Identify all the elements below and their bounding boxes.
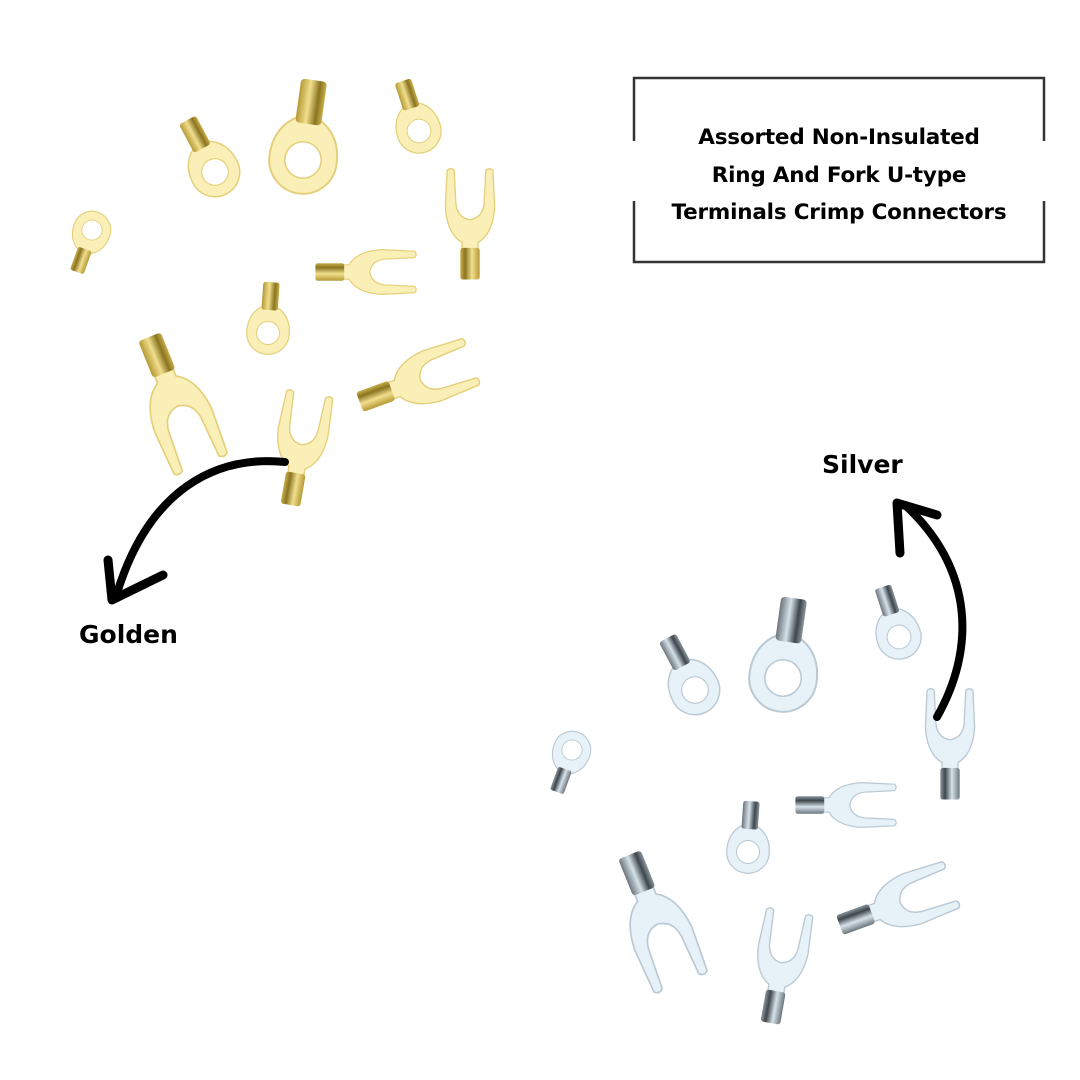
silver-ring-terminal (743, 592, 829, 718)
title-box: Assorted Non-Insulated Ring And Fork U-t… (632, 76, 1046, 264)
silver-ring-terminal (538, 725, 597, 799)
gold-ring-terminal (164, 107, 250, 207)
gold-ring-terminal (244, 280, 294, 357)
silver-fork-terminal (794, 781, 897, 829)
gold-fork-terminal (314, 249, 417, 295)
product-title: Assorted Non-Insulated Ring And Fork U-t… (633, 119, 1045, 232)
silver-fork-terminal (829, 858, 962, 951)
silver-fork-terminal (924, 688, 976, 801)
silver-arrow-icon (892, 498, 967, 721)
silver-ring-terminal (861, 579, 928, 666)
gold-fork-terminal (264, 388, 336, 511)
silver-fork-terminal (744, 906, 816, 1029)
title-line-1: Assorted Non-Insulated (698, 125, 980, 150)
silver-label: Silver (822, 450, 903, 479)
silver-cluster (538, 579, 976, 1029)
gold-fork-terminal (120, 324, 231, 478)
golden-arrow-icon (103, 457, 289, 605)
golden-label: Golden (79, 620, 178, 649)
silver-fork-terminal (600, 842, 711, 996)
gold-ring-terminal (381, 73, 448, 160)
golden-cluster (58, 73, 496, 511)
gold-ring-terminal (263, 74, 349, 200)
title-line-2: Ring And Fork U-type (711, 162, 967, 188)
title-line-3: Terminals Crimp Connectors (671, 200, 1007, 225)
gold-ring-terminal (58, 205, 117, 279)
silver-ring-terminal (644, 625, 730, 725)
gold-fork-terminal (349, 335, 482, 428)
silver-ring-terminal (724, 799, 774, 876)
gold-fork-terminal (444, 168, 496, 281)
